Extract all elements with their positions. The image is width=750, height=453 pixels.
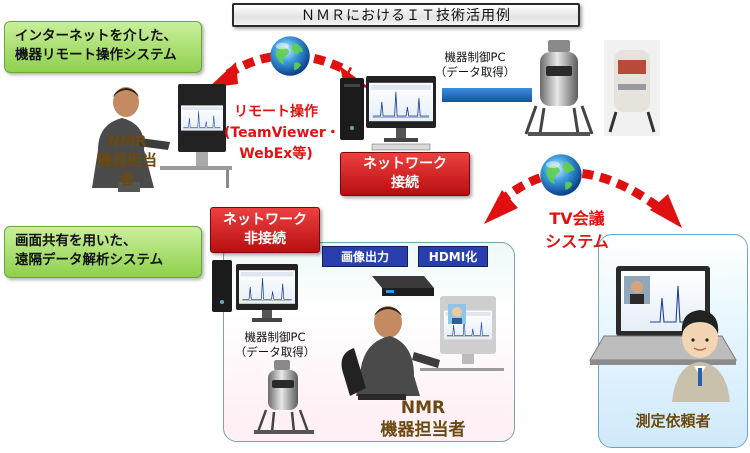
requester-label: 測定依頼者 [635,412,711,430]
nmr-operator-bottom-line-1: NMR [400,398,446,418]
analysis-system-line-2: 遠隔データ解析システム [15,252,164,268]
control-pc-top-line-2: （データ取得） [434,65,516,79]
control-pc-label-bottom: 機器制御PC （データ取得） [230,330,320,360]
nmr-operator-label-top: NMR 機器担当者 [90,132,164,189]
analysis-system-label: 画面共有を用いた、 遠隔データ解析システム [4,226,202,278]
hdmi-device-icon [372,276,434,296]
network-disconnected-line-1: ネットワーク [223,212,307,228]
globe-icon [270,36,310,76]
remote-system-line-1: インターネットを介した、 [15,28,177,44]
network-disconnected-badge: ネットワーク 非接続 [210,207,320,253]
network-connected-badge: ネットワーク 接続 [340,152,470,196]
page-title: ＮＭＲにおけるＩＴ技術活用例 [232,3,580,27]
network-connected-line-2: 接続 [391,175,419,191]
monitor-icon [178,84,226,170]
nmr-magnet-icon [254,360,314,434]
tv-arrow-right-head [650,194,682,228]
control-link-bar [442,88,532,102]
control-pc-bottom-line-2: （データ取得） [234,345,316,359]
person-icon [341,306,440,400]
remote-system-line-2: 機器リモート操作システム [15,47,177,63]
tv-conference-label: TV会議 システム [522,207,632,253]
monitor-icon [366,76,436,142]
nmr-operator-top-line-1: NMR [107,132,147,150]
title-text: ＮＭＲにおけるＩＴ技術活用例 [301,8,511,24]
remote-operation-line-1: リモート操作 [234,104,318,120]
control-pc-top-line-1: 機器制御PC [444,50,506,64]
monitor-icon [236,264,298,322]
laptop-icon [589,266,737,365]
desk-leg [226,170,229,188]
nmr-operator-top-line-2: 機器担当者 [96,151,157,188]
pc-tower-icon [340,78,364,140]
network-disconnected-line-2: 非接続 [244,231,286,247]
hdmi-label: HDMI化 [418,246,488,267]
person-icon [672,310,730,402]
remote-operation-line-3: WebEx等) [239,146,313,162]
image-output-label: 画像出力 [322,246,408,267]
remote-system-label: インターネットを介した、 機器リモート操作システム [4,21,202,73]
analysis-system-line-1: 画面共有を用いた、 [15,233,137,249]
nmr-operator-label-bottom: NMR 機器担当者 [368,397,478,441]
remote-operation-line-2: (TeamViewer・ [224,125,340,141]
globe-icon [540,154,582,196]
tv-conference-line-1: TV会議 [549,209,605,228]
pc-tower-icon [212,260,232,312]
remote-arrow-left-head [208,62,238,88]
network-connected-line-1: ネットワーク [363,156,447,172]
nmr-operator-bottom-line-2: 機器担当者 [380,420,466,440]
control-pc-label-top: 機器制御PC （データ取得） [430,50,520,80]
person-icon [92,87,170,192]
desk-top [420,368,504,371]
monitor-icon [440,296,496,364]
control-pc-bottom-line-1: 機器制御PC [244,330,306,344]
tv-arrow-left-head [484,190,518,224]
nmr-magnet-icon [604,40,660,136]
keyboard [371,143,431,151]
tv-conference-line-2: システム [545,232,609,251]
remote-operation-label: リモート操作 (TeamViewer・ WebEx等) [224,102,340,165]
desk-top [160,166,232,170]
nmr-magnet-icon [524,40,594,136]
tv-link-arrow [497,168,665,214]
